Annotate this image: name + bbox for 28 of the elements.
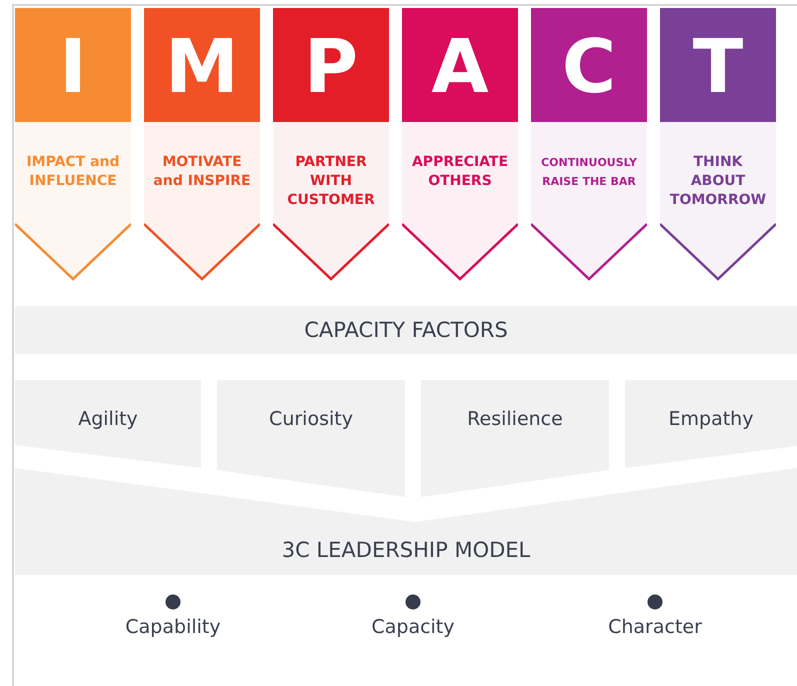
banner-letter: I bbox=[58, 23, 88, 112]
banner-letter: C bbox=[560, 23, 618, 112]
value-pennant bbox=[144, 8, 260, 281]
factor-label: Empathy bbox=[668, 408, 754, 430]
value-pennant bbox=[15, 8, 131, 281]
model-item: Capacity bbox=[370, 616, 456, 638]
value-text: IMPACT and INFLUENCE bbox=[25, 153, 121, 191]
value-text: MOTIVATE and INSPIRE bbox=[152, 153, 252, 191]
value-pennant bbox=[402, 8, 518, 281]
value-pennant bbox=[273, 8, 389, 281]
model-heading: 3C LEADERSHIP MODEL bbox=[280, 538, 532, 562]
banner-letter: M bbox=[164, 23, 240, 112]
banner-letter: P bbox=[302, 23, 360, 112]
value-text: THINK ABOUT TOMORROW bbox=[668, 153, 768, 210]
section-heading: CAPACITY FACTORS bbox=[303, 318, 509, 342]
model-item: Capability bbox=[124, 616, 222, 638]
factor-label: Resilience bbox=[466, 408, 564, 430]
value-text: APPRECIATE OTHERS bbox=[410, 153, 510, 191]
banner-letter: T bbox=[692, 23, 744, 112]
model-item: Character bbox=[607, 616, 703, 638]
factor-label: Agility bbox=[77, 408, 139, 430]
value-pennant bbox=[531, 8, 647, 281]
section-band bbox=[15, 306, 797, 354]
value-text: CONTINUOUSLY RAISE THE BAR bbox=[540, 155, 638, 190]
value-pennant bbox=[660, 8, 776, 281]
banner-letter: A bbox=[430, 23, 490, 112]
factor-label: Curiosity bbox=[268, 408, 354, 430]
value-text: PARTNER WITH CUSTOMER bbox=[286, 153, 376, 210]
